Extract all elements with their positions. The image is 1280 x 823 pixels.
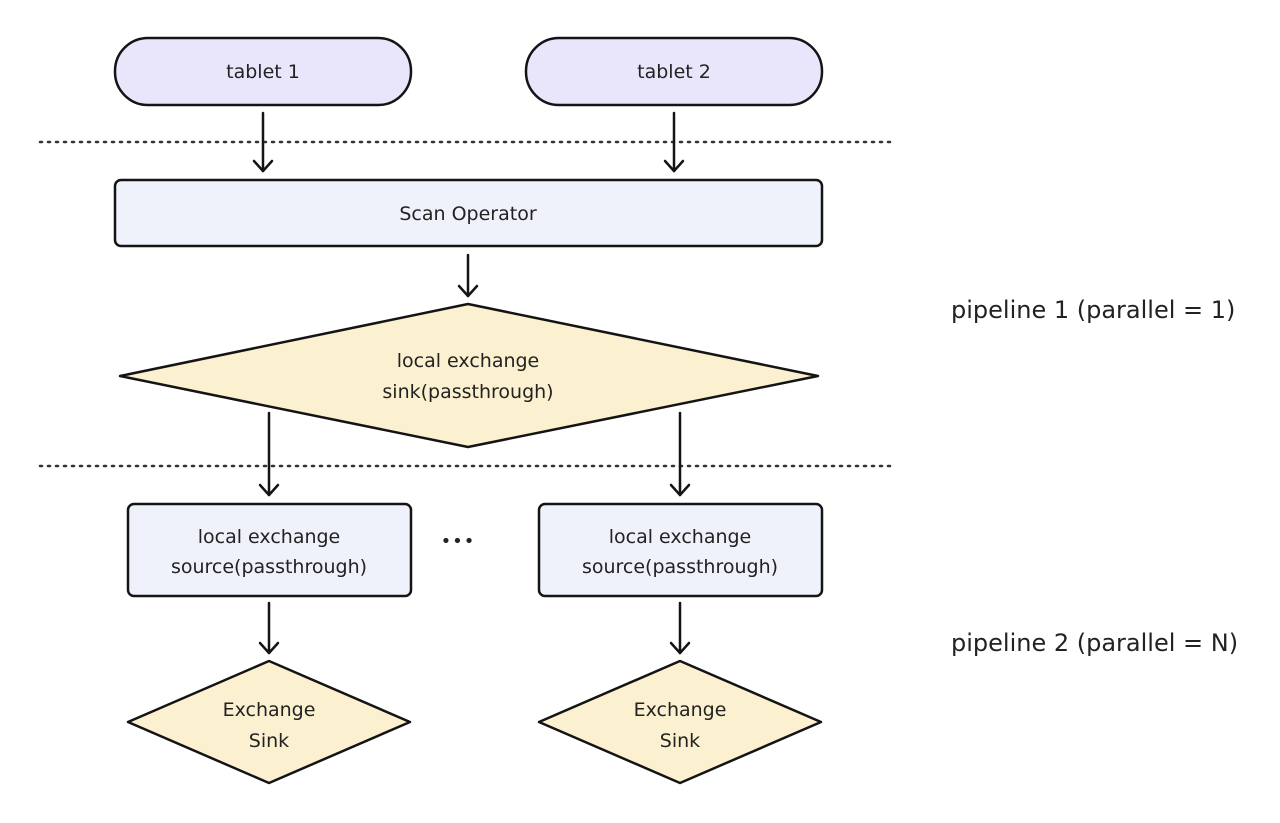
- arrow-sink-to-source-2: [669, 411, 691, 497]
- exchange-sink-1-line-2: Sink: [249, 730, 289, 752]
- tablet-2-shape: [524, 36, 824, 107]
- arrow-tablet-1-to-scan: [252, 111, 274, 173]
- exchange-sink-2-line-1: Exchange: [634, 699, 727, 721]
- ellipsis-indicator: •••: [441, 531, 476, 552]
- exchange-sink-1-shape: [126, 659, 412, 785]
- scan-operator-label: Scan Operator: [399, 203, 536, 225]
- local-exchange-source-2-node: local exchange source(passthrough): [537, 502, 824, 598]
- exchange-sink-1-node: Exchange Sink: [126, 659, 412, 785]
- scan-operator-node: Scan Operator: [113, 178, 824, 248]
- local-exchange-source-1-line-2: source(passthrough): [171, 556, 367, 578]
- local-exchange-source-2-shape: [537, 502, 824, 598]
- pipeline-1-label: pipeline 1 (parallel = 1): [951, 296, 1235, 324]
- arrow-sink-to-source-1: [258, 411, 280, 497]
- local-exchange-source-2-line-2: source(passthrough): [582, 556, 778, 578]
- exchange-sink-2-shape: [537, 659, 823, 785]
- exchange-sink-1-line-1: Exchange: [223, 699, 316, 721]
- arrow-source-1-to-exchange-sink-1: [258, 601, 280, 655]
- tablet-2-label: tablet 2: [637, 61, 711, 83]
- local-exchange-source-2-line-1: local exchange: [609, 526, 752, 548]
- tablet-1-node: tablet 1: [113, 36, 413, 107]
- local-exchange-sink-node: local exchange sink(passthrough): [118, 302, 820, 449]
- pipeline-2-label: pipeline 2 (parallel = N): [951, 629, 1238, 657]
- local-exchange-source-1-line-1: local exchange: [198, 526, 341, 548]
- local-exchange-sink-shape: [118, 302, 820, 449]
- local-exchange-sink-line-2: sink(passthrough): [382, 381, 553, 403]
- local-exchange-sink-line-1: local exchange: [397, 350, 540, 372]
- local-exchange-source-1-shape: [126, 502, 413, 598]
- exchange-sink-2-node: Exchange Sink: [537, 659, 823, 785]
- arrow-source-2-to-exchange-sink-2: [669, 601, 691, 655]
- arrow-scan-to-sink: [457, 253, 479, 298]
- arrow-tablet-2-to-scan: [663, 111, 685, 173]
- tablet-2-node: tablet 2: [524, 36, 824, 107]
- tablet-1-shape: [113, 36, 413, 107]
- local-exchange-source-1-node: local exchange source(passthrough): [126, 502, 413, 598]
- exchange-sink-2-line-2: Sink: [660, 730, 700, 752]
- scan-operator-shape: [113, 178, 824, 248]
- tablet-1-label: tablet 1: [226, 61, 300, 83]
